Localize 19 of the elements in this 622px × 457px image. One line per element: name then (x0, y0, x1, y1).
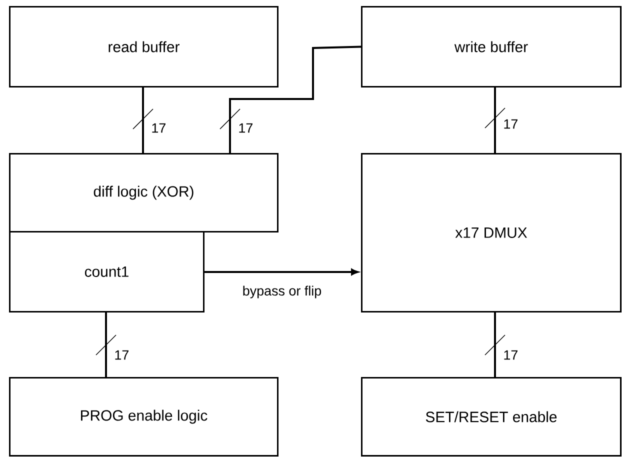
edge-label: 17 (504, 350, 518, 360)
block-box: PROG enable logic (9, 377, 278, 456)
edge-label: 17 (152, 123, 166, 133)
connector-line (494, 88, 496, 153)
edge-label: 17 (504, 119, 518, 129)
connector-line (142, 88, 144, 153)
block-box: x17 DMUX (361, 153, 622, 312)
edge-label: 17 (115, 350, 128, 360)
block-box: diff logic (XOR) (9, 153, 278, 232)
connector-line (229, 46, 362, 153)
block-box: count1 (9, 231, 204, 312)
edge-label: 17 (239, 123, 252, 133)
connector-line (204, 268, 358, 276)
block-box: SET/RESET enable (361, 377, 622, 456)
connector-line (494, 312, 496, 377)
connector-line (105, 312, 107, 377)
edge-label: bypass or flip (243, 286, 322, 298)
block-box: write buffer (361, 6, 622, 88)
block-box: read buffer (9, 6, 278, 88)
